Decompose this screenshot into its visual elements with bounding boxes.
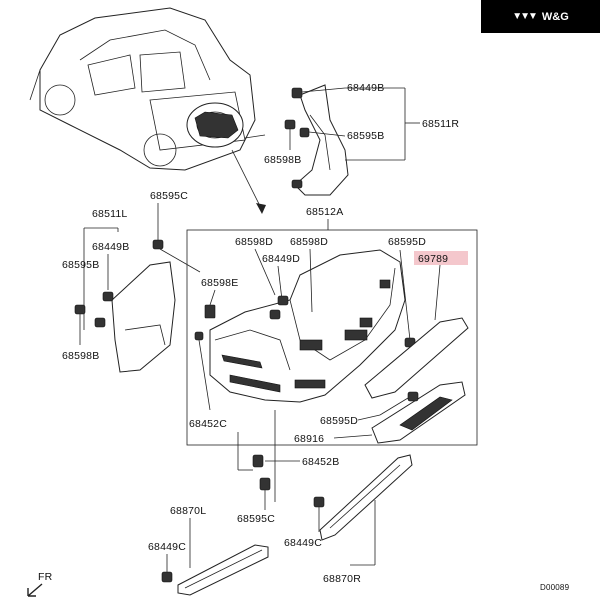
label-68598D-b: 68598D — [290, 236, 328, 248]
label-fr: FR — [38, 571, 53, 583]
vehicle-illustration — [29, 7, 266, 171]
front-arrow-icon — [27, 583, 43, 597]
diagram-code: D00089 — [540, 583, 570, 592]
label-68449C-left: 68449C — [148, 541, 186, 553]
label-69789: 69789 — [418, 253, 448, 265]
label-68598B-left: 68598B — [62, 350, 99, 362]
label-68870R: 68870R — [323, 573, 361, 585]
pointer-arrow-line — [231, 149, 263, 211]
garnish-69789 — [364, 317, 469, 399]
label-68595D-bot: 68595D — [320, 415, 358, 427]
label-68916: 68916 — [294, 433, 324, 445]
label-68870L: 68870L — [170, 505, 206, 517]
pointer-arrow-head — [256, 203, 266, 214]
brand-name: W&G — [541, 10, 569, 23]
label-68595C-top: 68595C — [150, 190, 188, 202]
label-68598D-a: 68598D — [235, 236, 273, 248]
brand-logo: ▼▼▼ W&G — [481, 0, 600, 33]
rear-panel-68512A — [209, 249, 406, 403]
label-68595B-left: 68595B — [62, 259, 99, 271]
bracket-68511R-group — [284, 84, 420, 196]
label-68449D: 68449D — [262, 253, 300, 265]
label-68595B-top: 68595B — [347, 130, 384, 142]
label-68511L: 68511L — [92, 208, 127, 220]
label-68595D-top: 68595D — [388, 236, 426, 248]
label-68452C: 68452C — [189, 418, 227, 430]
label-68598E: 68598E — [201, 277, 238, 289]
front-direction-indicator: FR — [27, 571, 53, 597]
label-68452B: 68452B — [302, 456, 339, 468]
label-68512A: 68512A — [306, 206, 343, 218]
label-68595C-bot: 68595C — [237, 513, 275, 525]
label-68449B-top: 68449B — [347, 82, 384, 94]
label-68449C-right: 68449C — [284, 537, 322, 549]
brand-mark-icon: ▼▼▼ — [512, 11, 538, 22]
assembly-box — [186, 229, 478, 446]
bracket-68511L — [111, 261, 176, 373]
label-68511R: 68511R — [422, 118, 459, 130]
moulding-68870R — [319, 454, 413, 541]
moulding-68870L — [177, 544, 269, 596]
label-68449B-left: 68449B — [92, 241, 129, 253]
label-68598B-top: 68598B — [264, 154, 301, 166]
clip-68595C-top — [152, 239, 164, 250]
highlight-69789 — [414, 251, 468, 265]
